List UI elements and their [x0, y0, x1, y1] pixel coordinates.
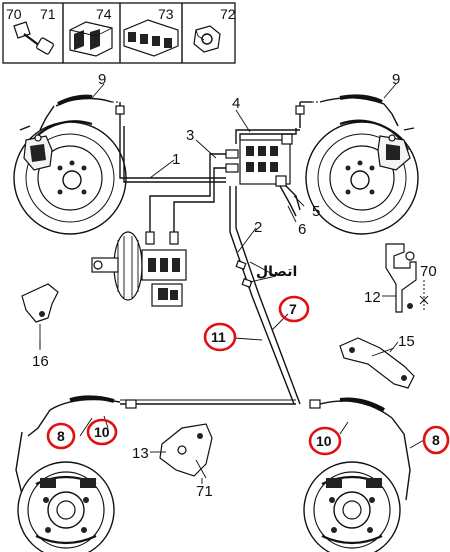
- callout-9-right: 9: [392, 71, 400, 88]
- bolt-icon: [13, 21, 54, 55]
- callout-5: 5: [312, 203, 320, 220]
- callout-2: 2: [254, 219, 262, 236]
- rear-right-drum-brake: [303, 461, 401, 552]
- front-left-disc-brake: [13, 120, 127, 235]
- nut-icon: [193, 25, 221, 53]
- callout-4: 4: [232, 95, 240, 112]
- callout-7-highlighted: 7: [289, 301, 297, 317]
- line-clips: [235, 260, 277, 288]
- rear-left-drum-brake: [17, 461, 115, 552]
- callout-15: 15: [398, 333, 415, 350]
- part-number-73: 73: [158, 6, 174, 22]
- front-right-disc-brake: [305, 119, 419, 235]
- callout-labels: 1 2 3 4 5 6 9 9 12 13 15 16 70 71 اتصال: [32, 71, 437, 500]
- callout-6: 6: [298, 221, 306, 238]
- part-number-70: 70: [6, 6, 22, 22]
- arabic-annotation: اتصال: [256, 264, 297, 280]
- callout-1: 1: [172, 151, 180, 168]
- callout-71: 71: [196, 483, 213, 500]
- callout-9-left: 9: [98, 71, 106, 88]
- leader-lines: [39, 83, 425, 484]
- front-right-brake-hose: [295, 94, 399, 128]
- brake-lines: [15, 122, 411, 501]
- parts-box: 70 71 74 73 72: [2, 2, 236, 64]
- clip-icon: [69, 21, 113, 57]
- part-number-74: 74: [96, 6, 112, 22]
- highlighted-callouts: 7 11 8 10 10 8: [46, 295, 450, 456]
- callout-8-left-highlighted: 8: [57, 428, 65, 444]
- callout-11-highlighted: 11: [211, 329, 226, 345]
- bracket-16: [21, 283, 59, 348]
- callout-3: 3: [186, 127, 194, 144]
- bracket-15: [339, 337, 415, 389]
- callout-16: 16: [32, 353, 49, 370]
- front-left-brake-hose: [39, 94, 125, 131]
- bracket-12: [385, 243, 429, 313]
- callout-8-right-highlighted: 8: [432, 432, 440, 448]
- clip-strip-icon: [123, 19, 179, 57]
- proportioning-valve: [225, 133, 293, 187]
- part-number-71: 71: [40, 6, 56, 22]
- part-number-72: 72: [220, 6, 236, 22]
- bracket-13: [159, 423, 213, 479]
- callout-13: 13: [132, 445, 149, 462]
- callout-10-right-highlighted: 10: [316, 433, 332, 449]
- callout-12: 12: [364, 289, 381, 306]
- brake-master-cylinder: [91, 231, 187, 307]
- callout-70: 70: [420, 263, 437, 280]
- callout-10-left-highlighted: 10: [94, 424, 110, 440]
